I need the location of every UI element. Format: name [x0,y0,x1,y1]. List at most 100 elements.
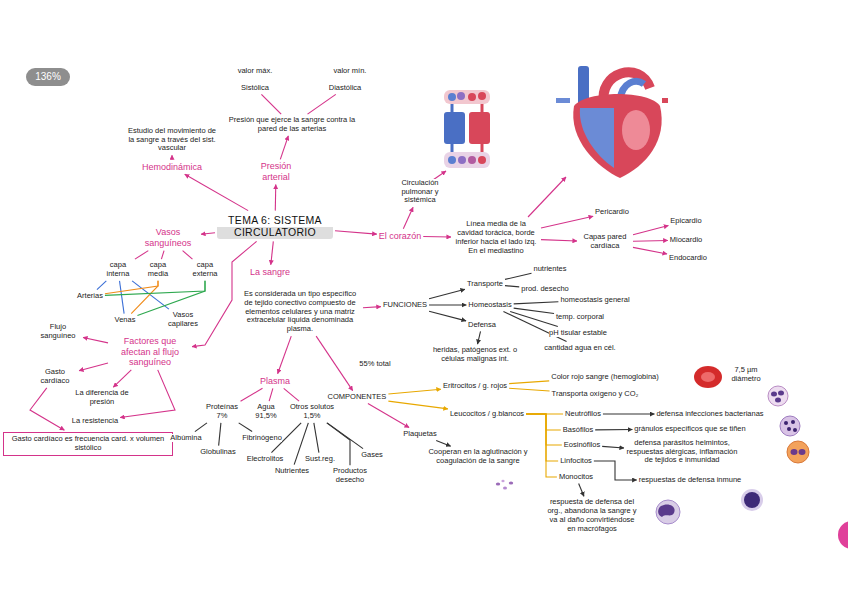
basophil-icon [780,416,800,436]
connector [541,216,593,228]
note-label: valor mín. [334,67,367,76]
node-text: temp. corporal [556,313,604,322]
topic-node: gránulos específicos que se tiñen [634,425,745,434]
topic-node: Albúmina [170,434,201,443]
topic-node: Diastólica [329,84,362,93]
topic-node: Eosinófilos [564,441,600,450]
node-text: Cooperan en la aglutinación y coagulació… [425,448,531,466]
nucleus-lobe [791,449,798,455]
tissue-bed [444,152,490,168]
topic-node: defensa infecciones bacterianas [656,410,763,419]
connector [403,207,413,228]
monocyte-icon [656,500,680,524]
topic-node: respuesta de defensa del org., abandona … [546,498,638,533]
topic-node: pH tisular estable [549,329,607,338]
lymphocyte-icon [741,489,763,511]
leader-arrow [528,177,566,217]
topic-node: heridas, patógenos ext. o células malign… [427,346,523,364]
connector [195,423,207,432]
capillary [457,92,465,100]
node-text: Neutrófilos [565,410,601,419]
connector [505,273,532,279]
node-text: Electrolitos [247,455,284,464]
platelet-icon [503,487,507,490]
topic-node: Vasos capilares [162,311,204,329]
topic-node: Capas pared cardíaca [579,233,631,251]
heart-figure [556,66,668,178]
granule [784,421,788,425]
node-text: homeostasis general [560,296,629,305]
right-chambers [580,108,614,168]
connector [633,247,667,254]
left-ventricle [622,110,650,150]
connector [316,336,353,390]
capillary [468,156,476,164]
topic-node: cantidad agua en cél. [544,344,615,353]
vessel [451,144,454,152]
topic-node: temp. corporal [556,313,604,322]
topic-node: Basófilos [563,426,593,435]
connector [30,388,64,430]
node-text: nutrientes [534,265,567,274]
topic-node: Neutrófilos [565,410,601,419]
connector [241,388,263,401]
node-text: Eritrocitos / g. rojos [443,382,507,391]
connector [183,251,193,260]
node-text: Color rojo sangre (hemoglobina) [551,373,659,382]
node-text: Basófilos [563,426,593,435]
topic-node: Arterias [77,292,103,301]
connector [261,94,281,114]
topic-node: Flujo sanguíneo [35,323,81,341]
topic-node: homeostasis general [560,296,629,305]
node-text: Vasos capilares [162,311,204,329]
node-text: Epicardio [670,217,701,226]
topic-node: Electrolitos [247,455,284,464]
topic-node: Productos desecho [327,467,373,485]
node-text: La diferencia de presión [64,389,140,407]
topic-node: Sistólica [241,84,269,93]
connector [514,302,559,304]
corner-mark [838,521,848,549]
topic-node: Eritrocitos / g. rojos [443,382,507,391]
topic-node: Color rojo sangre (hemoglobina) [551,373,659,382]
topic-node: Proteínas 7% [202,403,242,421]
node-text: Diastólica [329,84,362,93]
topic-node: Gasto cardíaco [33,368,77,386]
node-text: heridas, patógenos ext. o células malign… [427,346,523,364]
eosinophil-icon [787,441,809,463]
node-text: Estudio del movimiento de la sangre a tr… [126,127,218,154]
node-text: Endocardio [669,254,707,263]
connector [429,304,466,305]
topic-node: Gases [361,451,383,460]
node-text: La resistencia [72,417,118,426]
node-text: respuestas de defensa inmune [639,476,742,485]
node-text: Vasos sanguíneos [137,227,199,248]
circulation-figure [444,90,490,168]
connector [335,231,377,234]
node-text: capa interna [101,261,135,279]
nucleus-lobe [799,449,806,455]
connector [171,155,172,159]
node-text: Transporta oxígeno y CO₂ [552,390,639,399]
node-text: Transporte [467,280,503,289]
connector [131,281,158,314]
topic-node: Presión que ejerce la sangre contra la p… [227,116,357,134]
connector [602,446,624,448]
topic-node: Globulinas [200,448,235,457]
topic-node: Miocardio [670,236,703,245]
left-heart [469,112,490,144]
connector [505,286,519,287]
connector [105,281,205,296]
connector [363,307,381,308]
topic-node: Es considerada un tipo específico de tej… [239,290,361,334]
node-text: La sangre [250,267,290,278]
connector [526,414,557,477]
node-text: Defensa [468,321,496,330]
node-text: Sust.reg. [305,455,335,464]
node-text: Sistólica [241,84,269,93]
central-topic: TEMA 6: SISTEMA CIRCULATORIO [217,213,333,240]
topic-node: Defensa [468,321,496,330]
note-label: 7,5 µm diámetro [726,366,766,384]
node-text: Gasto cardíaco [33,368,77,386]
connector [135,251,148,260]
